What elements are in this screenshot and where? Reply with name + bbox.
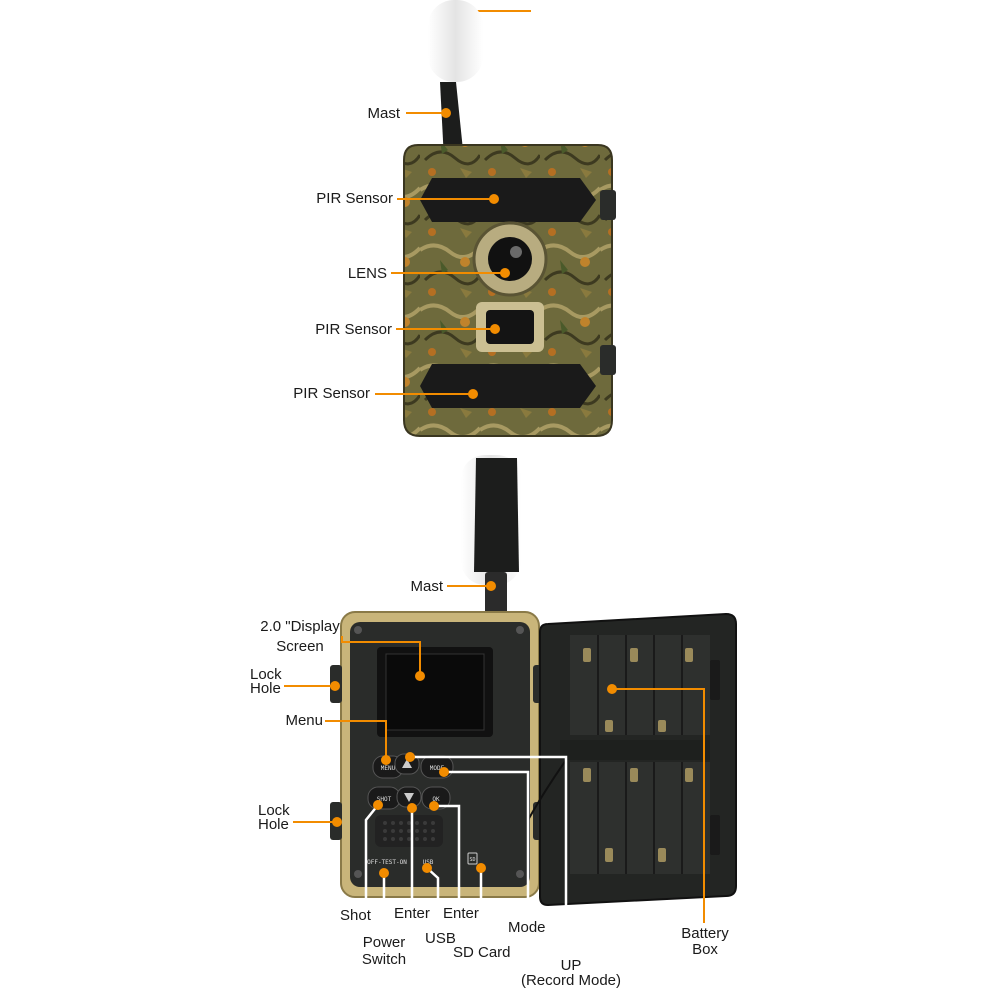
leader-enter-2 [434, 804, 461, 905]
screw-tl [354, 626, 362, 634]
label-up-line1: UP [560, 957, 582, 974]
power-switch-text: OFF-TEST-ON [367, 859, 407, 866]
dot-top-mast [441, 108, 451, 118]
label-power-switch: Power Switch [344, 934, 424, 968]
door-latch-bottom [710, 815, 720, 855]
dot-mode [439, 767, 449, 777]
label-lock-hole-top: Lock Hole [250, 666, 282, 697]
label-lock-hole-bottom-line2: Hole [258, 816, 289, 833]
battery-bridge [560, 740, 710, 760]
dot-lens [500, 268, 510, 278]
label-display-line1: 2.0 "Display [260, 618, 340, 635]
down-arrow-icon [404, 793, 414, 802]
dot-up [405, 752, 415, 762]
label-battery-line1: Battery [681, 925, 729, 942]
dot-pir-middle [490, 324, 500, 334]
label-usb: USB [425, 930, 456, 947]
dot-display [415, 671, 425, 681]
leader-mode [444, 770, 530, 918]
dot-lock-hole-top [330, 681, 340, 691]
sd-card-slot [467, 852, 478, 865]
label-up-record-mode: UP (Record Mode) [506, 958, 636, 988]
dot-pir-bottom [468, 389, 478, 399]
shot-button-text: SHOT [377, 796, 392, 803]
pir-sensor-top-window [420, 178, 596, 222]
pir-sensor-middle-window [486, 310, 534, 344]
leader-up [410, 755, 568, 955]
label-lens: LENS [347, 265, 387, 282]
up-arrow-icon [402, 759, 412, 768]
dot-shot [373, 800, 383, 810]
dot-menu [381, 755, 391, 765]
label-pir-sensor-middle: PIR Sensor [315, 321, 392, 338]
bottom-mast [474, 458, 519, 572]
label-power-line2: Switch [361, 951, 407, 968]
leader-shot [364, 804, 379, 907]
label-lock-hole-bottom-line1: Lock [258, 802, 290, 819]
top-mast-blur [428, 0, 483, 82]
leader-battery-box [612, 688, 705, 923]
label-up-line2: (Record Mode) [520, 972, 622, 989]
label-pir-sensor-top: PIR Sensor [316, 190, 393, 207]
lens-icon [488, 237, 532, 281]
label-battery-line2: Box [692, 941, 718, 958]
screw-bl [354, 870, 362, 878]
label-battery-box: Battery Box [665, 926, 745, 958]
usb-port-text: USB [423, 859, 434, 866]
dot-usb [422, 863, 432, 873]
leader-display [341, 636, 421, 676]
label-lock-hole-top-line1: Lock [250, 666, 282, 683]
label-menu: Menu [285, 712, 323, 729]
label-sd-card: SD Card [453, 944, 511, 961]
label-mode: Mode [508, 919, 546, 936]
label-top-mast: Mast [367, 105, 400, 122]
lens-glint [510, 246, 522, 258]
sd-card-text: SD [469, 857, 475, 863]
battery-dividers [597, 635, 683, 874]
dot-power-switch [379, 868, 389, 878]
screw-tr [516, 626, 524, 634]
ok-button-text: OK [432, 796, 440, 803]
label-lock-hole-bottom: Lock Hole [258, 802, 290, 833]
label-pir-sensor-bottom: PIR Sensor [293, 385, 370, 402]
dot-enter-2 [429, 801, 439, 811]
mode-button-text: MODE [430, 765, 445, 772]
label-display-line2: Screen [276, 638, 324, 655]
dot-bottom-mast [486, 581, 496, 591]
menu-button-text: MENU [381, 765, 396, 772]
label-display-screen: 2.0 "Display Screen [240, 619, 360, 654]
dot-battery-box [607, 684, 617, 694]
door-latch-top [710, 660, 720, 700]
leader-menu [325, 720, 387, 760]
label-bottom-mast: Mast [410, 578, 443, 595]
dot-lock-hole-bottom [332, 817, 342, 827]
label-shot: Shot [340, 907, 371, 924]
label-power-line1: Power [362, 934, 406, 951]
display-screen [385, 653, 485, 731]
dot-pir-top [489, 194, 499, 204]
screw-br [516, 870, 524, 878]
label-enter-1: Enter [394, 905, 430, 922]
mast-connector [485, 572, 507, 614]
top-mast [440, 82, 464, 160]
label-lock-hole-top-line2: Hole [250, 680, 281, 697]
dot-enter-1 [407, 803, 417, 813]
battery-springs [583, 648, 693, 862]
label-enter-2: Enter [443, 905, 479, 922]
dot-sd-card [476, 863, 486, 873]
speaker-holes [383, 821, 435, 841]
pir-sensor-bottom-window [420, 364, 596, 408]
battery-cable [527, 759, 567, 821]
front-latch-top [600, 190, 616, 220]
front-latch-bottom [600, 345, 616, 375]
